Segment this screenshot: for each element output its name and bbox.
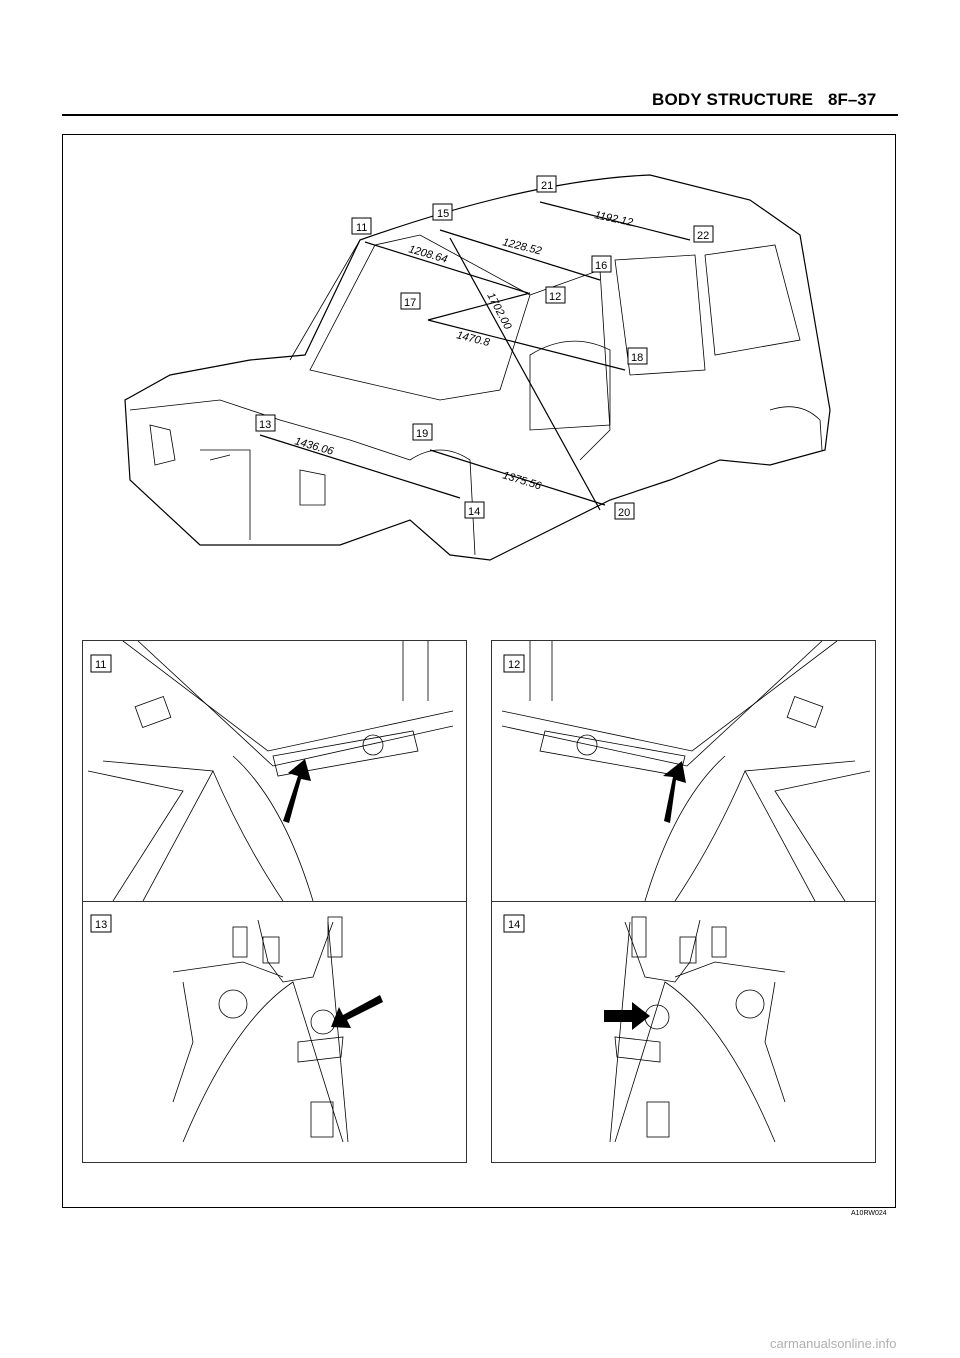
callout-21: 21 [536,175,557,193]
svg-text:20: 20 [618,507,630,519]
svg-text:12: 12 [508,659,520,671]
detail-panel-13: 13 [82,901,467,1163]
dimension-line-1436 [259,434,461,499]
callout-16: 16 [591,255,612,273]
svg-text:17: 17 [404,297,416,309]
dimension-line-1208 [364,241,529,294]
header-rule [62,114,898,116]
arrow-icon [663,761,686,823]
a-pillar-right-drawing: 14 [503,914,786,1143]
figure-code: A10RW024 [851,1210,887,1217]
svg-text:15: 15 [437,208,449,220]
svg-text:16: 16 [595,260,607,272]
dimension-line-17-12 [427,292,531,321]
callout-17: 17 [400,292,421,310]
dimension-line-1470 [427,319,626,371]
callout-15: 15 [432,203,453,221]
watermark: carmanualsonline.info [770,1336,897,1351]
callout-22: 22 [693,225,714,243]
svg-text:14: 14 [468,506,480,518]
svg-text:13: 13 [259,419,271,431]
svg-text:11: 11 [356,222,367,234]
svg-text:14: 14 [508,919,520,931]
dimension-line-1702 [449,237,601,511]
callout-13: 13 [255,414,276,432]
svg-text:11: 11 [95,659,106,671]
dimension-1436: 1436.06 [293,435,335,458]
dimension-1702: 1702.00 [484,291,514,333]
dimension-1208: 1208.64 [407,243,449,265]
detail-panel-14: 14 [491,901,876,1163]
dimension-line-1375 [429,449,606,506]
arrow-icon [604,1002,650,1030]
body-structure-illustration [124,174,831,561]
svg-text:21: 21 [541,180,553,192]
page-title: BODY STRUCTURE [652,90,814,109]
dimension-1470: 1470.8 [455,329,491,349]
svg-text:13: 13 [95,919,107,931]
dimension-1375: 1375.56 [501,469,543,492]
a-pillar-left-drawing: 13 [90,914,383,1143]
dimension-line-1228 [439,229,601,281]
dimension-1192: 1192.12 [593,209,634,229]
svg-text:22: 22 [697,230,709,242]
callout-11: 11 [351,217,372,235]
callout-19: 19 [412,423,433,441]
callout-18: 18 [627,347,648,365]
dimension-line-1192 [539,201,691,241]
detail-panel-12: 12 [491,640,876,902]
svg-text:19: 19 [416,428,428,440]
callout-14: 14 [464,501,485,519]
dimension-1228: 1228.52 [501,236,542,257]
callout-20: 20 [614,502,635,520]
callout-labels: 21 15 11 22 16 12 17 18 13 19 14 20 1192… [255,175,714,520]
detail-panel-11: 11 [82,640,467,902]
svg-text:18: 18 [631,352,643,364]
page-number: 8F–37 [828,90,877,109]
roof-header-left-drawing: 11 [87,640,454,902]
arrow-icon [283,759,311,823]
roof-header-right-drawing: 12 [501,640,871,902]
svg-text:12: 12 [549,291,561,303]
arrow-icon [331,995,383,1028]
figure-frame [62,134,896,1208]
callout-12: 12 [545,286,566,304]
